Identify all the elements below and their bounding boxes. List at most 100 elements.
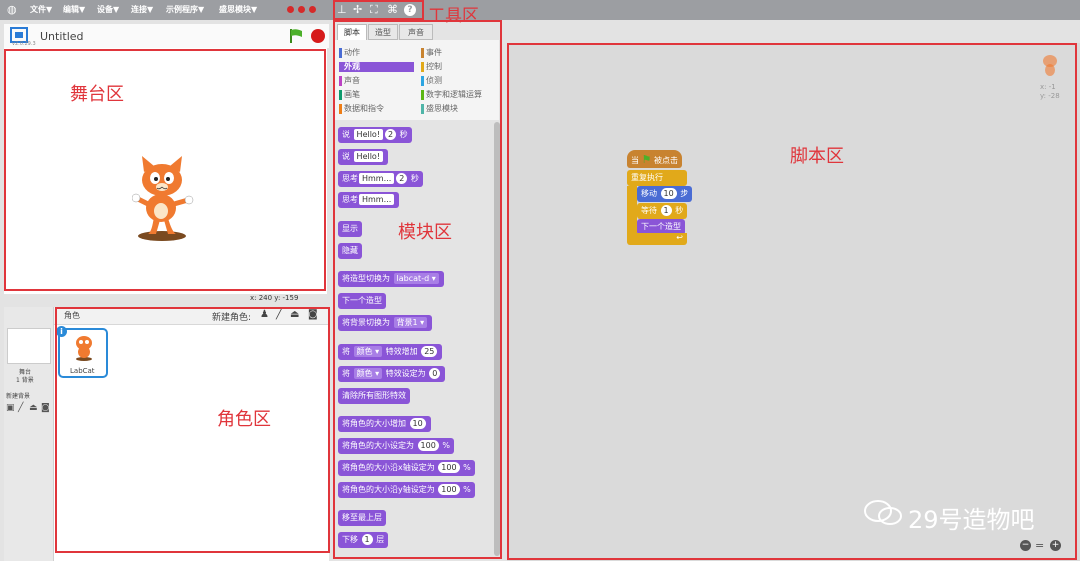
category-sensing[interactable]: 侦测 <box>421 76 442 86</box>
help-icon[interactable]: ? <box>404 4 416 16</box>
category-events[interactable]: 事件 <box>421 48 442 58</box>
sprite-y-readout: y: -28 <box>1040 92 1060 100</box>
upload-sprite-icon[interactable]: ⏏ <box>290 309 300 320</box>
backdrop-upload-icon[interactable]: ⏏ <box>29 403 38 413</box>
backdrop-dropdown[interactable]: 背景1 ▾ <box>393 317 428 328</box>
green-flag-icon[interactable] <box>289 28 303 44</box>
backdrop-brush-icon[interactable]: ╱ <box>18 403 24 413</box>
stop-icon[interactable] <box>310 28 326 44</box>
category-operators[interactable]: 数字和逻辑运算 <box>421 90 482 100</box>
effect-dropdown[interactable]: 颜色 ▾ <box>353 346 383 357</box>
menu-edit[interactable]: 编辑▼ <box>63 5 86 14</box>
stage-region-label: 舞台区 <box>70 84 124 105</box>
tab-scripts[interactable]: 脚本 <box>337 24 367 40</box>
costume-dropdown[interactable]: labcat-d ▾ <box>393 273 439 284</box>
move-block[interactable]: 移动 10 步 <box>637 186 693 202</box>
status-dot-1 <box>287 6 294 13</box>
category-color-bar <box>339 90 342 100</box>
block-switch-costume[interactable]: 将造型切换为 labcat-d ▾ <box>338 271 444 287</box>
category-data[interactable]: 数据和指令 <box>339 104 384 114</box>
stage-thumbnail[interactable] <box>7 328 51 364</box>
block-set-size-y[interactable]: 将角色的大小沿y轴设定为 100 % <box>338 482 475 498</box>
stage-canvas[interactable] <box>4 48 327 294</box>
category-color-bar <box>421 62 424 72</box>
labcat-sprite[interactable] <box>132 156 202 242</box>
version-label: v2.0.29.3 <box>12 41 36 47</box>
project-title[interactable]: Untitled <box>40 30 84 43</box>
script-region-box <box>507 43 1077 560</box>
next-costume-block[interactable]: 下一个造型 <box>637 219 685 235</box>
loop-arrow-icon: ↩ <box>676 233 683 242</box>
category-sound[interactable]: 声音 <box>339 76 360 86</box>
block-next-costume[interactable]: 下一个造型 <box>338 293 386 309</box>
category-pen[interactable]: 画笔 <box>339 90 360 100</box>
hat-block-when-flag[interactable]: 当 ⚑ 被点击 <box>627 150 682 168</box>
delete-icon[interactable]: ✢ <box>353 3 363 16</box>
menu-file[interactable]: 文件▼ <box>30 5 53 14</box>
globe-icon[interactable]: ◍ <box>7 3 17 16</box>
block-set-effect[interactable]: 将 颜色 ▾ 特效设定为 0 <box>338 366 446 382</box>
menu-modules[interactable]: 盛思模块▼ <box>219 5 258 14</box>
grow-icon[interactable]: ⛶ <box>370 3 378 16</box>
zoom-reset-icon[interactable]: = <box>1035 539 1045 552</box>
sprite-name: LabCat <box>70 367 95 375</box>
backdrop-camera-icon[interactable]: ◙ <box>41 403 50 413</box>
menu-examples[interactable]: 示例程序▼ <box>166 5 205 14</box>
category-motion[interactable]: 动作 <box>339 48 360 58</box>
forever-block[interactable]: 重复执行 <box>627 170 687 186</box>
fullscreen-icon[interactable] <box>10 27 28 43</box>
labcat-thumbnail-icon <box>76 336 92 361</box>
forever-arm <box>627 186 637 233</box>
sprites-label: 角色 <box>64 311 80 320</box>
block-change-effect[interactable]: 将 颜色 ▾ 特效增加 25 <box>338 344 443 360</box>
effect-dropdown[interactable]: 颜色 ▾ <box>353 368 383 379</box>
block-change-size[interactable]: 将角色的大小增加 10 <box>338 416 431 432</box>
block-go-back[interactable]: 下移 1 层 <box>338 532 389 548</box>
category-looks[interactable]: 外观 <box>339 62 414 72</box>
shrink-icon[interactable]: ⌘ <box>387 3 398 16</box>
stage-header: Untitled v2.0.29.3 <box>4 24 329 48</box>
block-switch-backdrop[interactable]: 将背景切换为 背景1 ▾ <box>338 315 433 331</box>
category-control[interactable]: 控制 <box>421 62 442 72</box>
green-flag-icon: ⚑ <box>641 153 652 166</box>
tab-costumes[interactable]: 造型 <box>368 24 398 40</box>
zoom-out-icon[interactable]: − <box>1020 540 1031 551</box>
category-color-bar <box>421 76 424 86</box>
info-icon[interactable]: i <box>56 326 67 337</box>
script-region-label: 脚本区 <box>790 146 844 167</box>
duplicate-icon[interactable]: ⊥ <box>337 3 347 16</box>
camera-sprite-icon[interactable]: ◙ <box>308 309 318 320</box>
category-panel <box>335 40 499 120</box>
palette-scrollbar[interactable] <box>494 122 500 556</box>
category-color-bar <box>339 76 342 86</box>
sprite-library-icon[interactable]: ♟ <box>260 309 269 320</box>
category-modules[interactable]: 盛思模块 <box>421 104 458 114</box>
block-say[interactable]: 说 Hello! <box>338 149 389 165</box>
stage-region-box <box>4 49 326 291</box>
menu-device[interactable]: 设备▼ <box>97 5 120 14</box>
menu-connect[interactable]: 连接▼ <box>131 5 154 14</box>
sprite-thumbnail[interactable]: LabCat <box>58 328 108 378</box>
block-say-for-secs[interactable]: 说 Hello!2 秒 <box>338 127 412 143</box>
paint-sprite-icon[interactable]: ╱ <box>276 309 283 320</box>
sprites-region-label: 角色区 <box>217 409 271 430</box>
wait-block[interactable]: 等待 1 秒 <box>637 203 688 219</box>
forever-bottom: ↩ <box>627 233 687 245</box>
new-backdrop-label: 新建背景 <box>6 393 31 400</box>
block-clear-effects[interactable]: 清除所有图形特效 <box>338 388 410 404</box>
zoom-in-icon[interactable]: + <box>1050 540 1061 551</box>
block-set-size-x[interactable]: 将角色的大小沿x轴设定为 100 % <box>338 460 475 476</box>
block-set-size[interactable]: 将角色的大小设定为 100 % <box>338 438 454 454</box>
tab-sounds[interactable]: 声音 <box>399 24 433 40</box>
script-area[interactable] <box>507 43 1080 561</box>
category-color-bar <box>339 48 342 58</box>
backdrop-count: 1 背景 <box>16 377 34 384</box>
stage-coordinates: x: 240 y: -159 <box>250 294 299 302</box>
block-go-front[interactable]: 移至最上层 <box>338 510 386 526</box>
block-show[interactable]: 显示 <box>338 221 362 237</box>
backdrop-paint-icon[interactable]: ▣ <box>6 403 15 413</box>
sprite-list: LabCat i <box>54 325 329 561</box>
block-hide[interactable]: 隐藏 <box>338 243 362 259</box>
